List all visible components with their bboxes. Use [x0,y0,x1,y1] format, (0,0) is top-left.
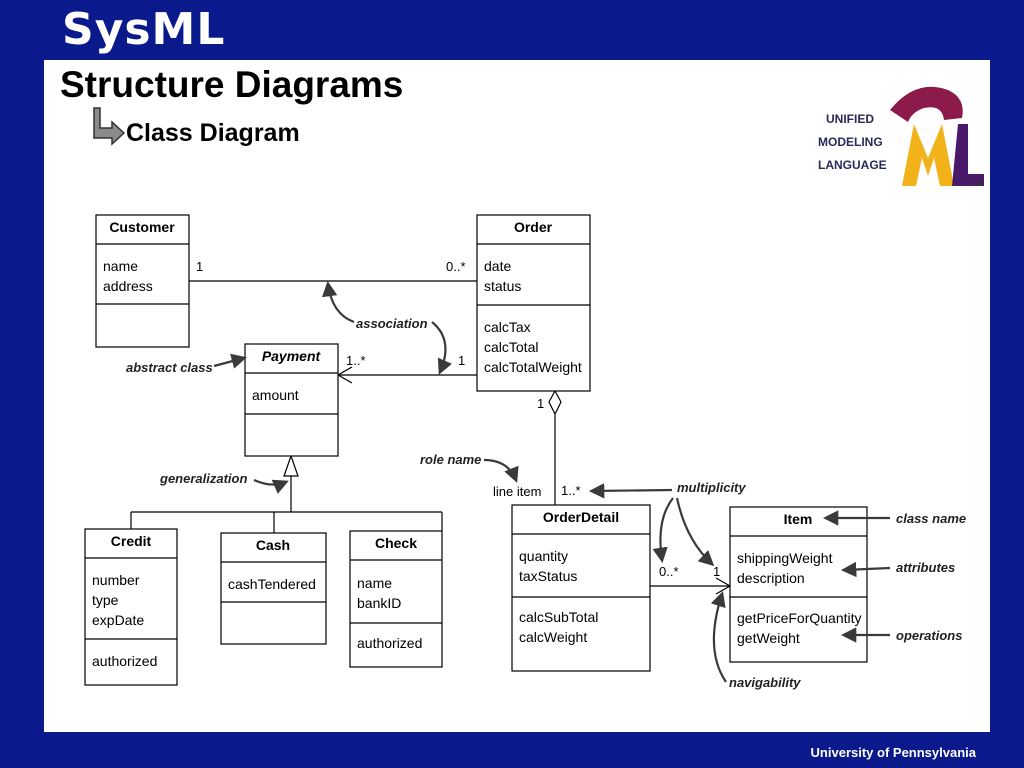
mult-order-detail-detail-side: 1..* [561,483,581,498]
class-name-order: Order [514,219,553,235]
attr-cash-cashtendered: cashTendered [228,576,316,592]
annotation-generalization: generalization [159,471,247,486]
attr-orderdetail-quantity: quantity [519,548,568,564]
role-name-pointer [483,458,519,483]
logo-text-unified: UNIFIED [826,112,874,126]
mult-detail-item-item-side: 1 [713,564,720,579]
class-credit: Credit number type expDate authorized [84,528,178,686]
attr-check-bankid: bankID [357,595,401,611]
class-item: Item shippingWeight description getPrice… [729,506,868,663]
class-customer: Customer name address [95,214,190,348]
class-order: Order date status calcTax calcTotal calc… [476,214,591,392]
attr-credit-number: number [92,572,140,588]
logo-text-modeling: MODELING [818,135,883,149]
class-name-payment: Payment [262,348,322,364]
attr-customer-name: name [103,258,138,274]
mult-order-payment-side: 1 [458,353,465,368]
attributes-pointer [840,561,891,578]
attr-credit-type: type [92,592,119,608]
op-check-authorized: authorized [357,635,422,651]
class-name-item: Item [784,511,813,527]
abstract-class-pointer [213,353,247,369]
annotation-operations: operations [896,628,962,643]
op-order-calctotal: calcTotal [484,339,538,355]
annotation-association: association [356,316,428,331]
mult-payment-side: 1..* [346,353,366,368]
role-name-line-item: line item [493,484,541,499]
class-payment: Payment amount [244,343,339,457]
op-orderdetail-calcsubtotal: calcSubTotal [519,609,598,625]
attr-customer-address: address [103,278,153,294]
mult-order-detail-order-side: 1 [537,396,544,411]
attr-orderdetail-taxstatus: taxStatus [519,568,577,584]
attr-item-shippingweight: shippingWeight [737,550,833,566]
footer-university: University of Pennsylvania [810,745,976,760]
multiplicity-pointer-left [588,483,673,499]
association-pointer-down [431,321,452,375]
class-cash: Cash cashTendered [220,532,327,645]
slide-title: Structure Diagrams [60,64,404,105]
op-order-calctotalweight: calcTotalWeight [484,359,582,375]
annotation-attributes: attributes [896,560,955,575]
logo-letter-l [952,124,984,186]
op-item-getweight: getWeight [737,630,800,646]
class-name-customer: Customer [109,219,175,235]
generalization-pointer [253,478,289,494]
attr-payment-amount: amount [252,387,299,403]
aggregation-diamond [548,389,562,416]
navigability-pointer [710,591,727,683]
class-check: Check name bankID authorized [349,530,443,668]
op-item-getpriceforquantity: getPriceForQuantity [737,610,862,626]
class-name-credit: Credit [111,533,152,549]
generalization-triangle [283,454,299,477]
mult-customer-side: 1 [196,259,203,274]
uml-logo: UNIFIED MODELING LANGUAGE TM [818,86,984,188]
attr-item-description: description [737,570,805,586]
logo-text-language: LANGUAGE [818,158,887,172]
sysml-brand-title: SysML [62,4,226,55]
class-orderdetail: OrderDetail quantity taxStatus calcSubTo… [511,504,651,672]
subtitle-arrow-icon [93,107,126,146]
annotation-class-name: class name [896,511,966,526]
annotation-navigability: navigability [729,675,801,690]
attr-check-name: name [357,575,392,591]
attr-credit-expdate: expDate [92,612,144,628]
logo-letter-u [890,86,963,122]
multiplicity-pointer-down-right [675,497,715,567]
op-orderdetail-calcweight: calcWeight [519,629,587,645]
multiplicity-pointer-down-left [652,497,674,564]
mult-order-side: 0..* [446,259,466,274]
logo-letter-m [902,124,954,186]
slide-subtitle: Class Diagram [126,119,300,147]
attr-order-status: status [484,278,521,294]
op-credit-authorized: authorized [92,653,157,669]
annotation-multiplicity: multiplicity [677,480,746,495]
class-name-cash: Cash [256,537,290,553]
attr-order-date: date [484,258,511,274]
class-name-orderdetail: OrderDetail [543,509,619,525]
logo-tm: TM [974,182,983,188]
annotation-role-name: role name [420,452,481,467]
class-name-check: Check [375,535,417,551]
association-pointer-up [322,280,355,324]
op-order-calctax: calcTax [484,319,531,335]
mult-detail-item-detail-side: 0..* [659,564,679,579]
annotation-abstract-class: abstract class [126,360,213,375]
